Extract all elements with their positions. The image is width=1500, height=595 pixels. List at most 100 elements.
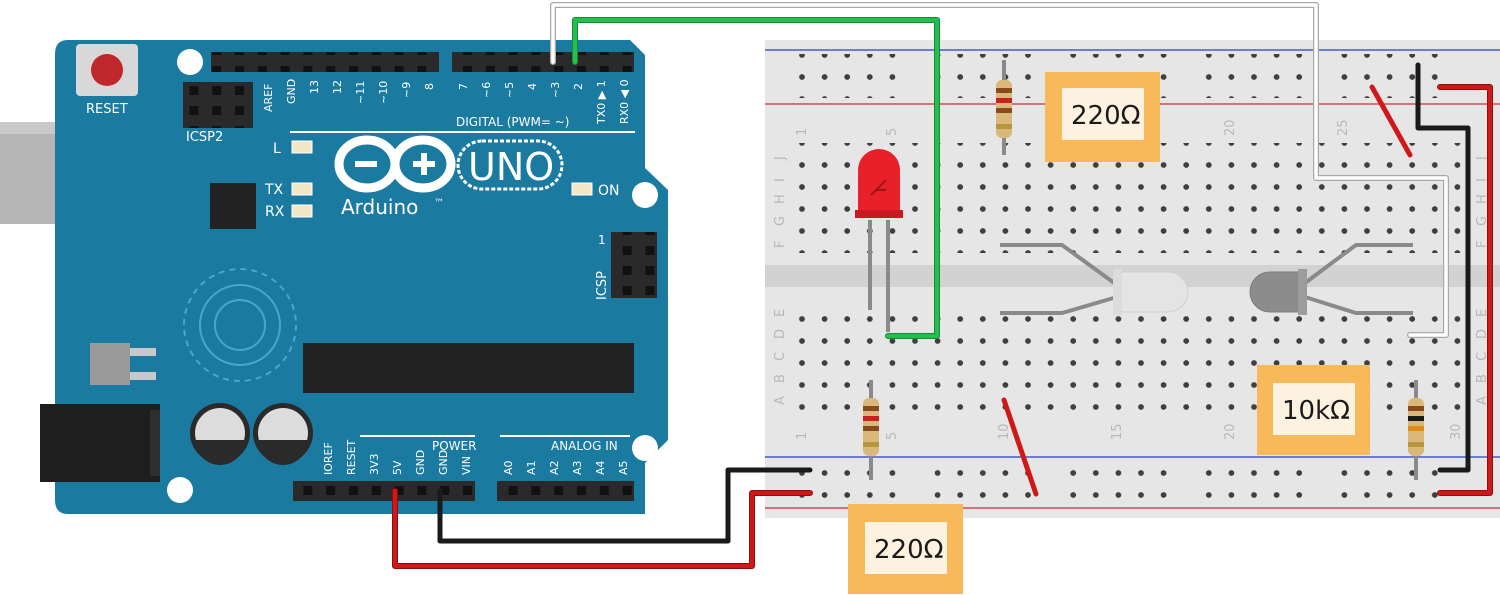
mount-hole	[177, 49, 203, 75]
callout-text: 220Ω	[1071, 101, 1141, 131]
pin-label: ~11	[354, 81, 367, 104]
pin-label: RESET	[345, 439, 358, 475]
wires	[392, 2, 1493, 569]
circuit-emblem	[183, 268, 297, 382]
digital-pin-labels: AREF GND 13 12 ~11 ~10 ~9 8 7 ~6 ~5 4 ~3…	[262, 79, 631, 125]
row-letter: F	[1475, 241, 1490, 248]
wire-red-jumper-mid	[1001, 397, 1039, 497]
analog-pin-labels: A0 A1 A2 A3 A4 A5	[502, 460, 630, 475]
pin-label: TX0 ▶ 1	[595, 80, 608, 125]
power-label: POWER	[432, 439, 476, 453]
pin-label: 12	[331, 80, 344, 94]
reset-label: RESET	[86, 102, 128, 117]
pin-label: ~9	[400, 82, 413, 98]
pin-label: ~6	[480, 82, 493, 98]
col-num-top: 20	[1223, 119, 1238, 136]
row-letter: E	[1475, 309, 1490, 317]
pin-label: AREF	[262, 84, 275, 112]
pin-label: 13	[308, 80, 321, 94]
row-letter: H	[1475, 194, 1490, 204]
callout-text: 220Ω	[874, 535, 944, 565]
icsp2-label: ICSP2	[186, 130, 223, 145]
row-letter: J	[1475, 156, 1490, 161]
pin-label: ~10	[377, 81, 390, 104]
icsp2-header	[183, 82, 253, 128]
row-letters-left: J I H G F E D C B A	[773, 156, 788, 405]
row-letter: H	[773, 194, 788, 204]
col-num-bottom: 1	[795, 432, 810, 440]
pin-label: 4	[526, 83, 539, 90]
clear-led	[1000, 243, 1189, 315]
led-on-label: ON	[598, 183, 620, 199]
pin-label: 7	[457, 83, 470, 90]
led-rx-label: RX	[265, 204, 285, 220]
analog-label: ANALOG IN	[551, 439, 618, 453]
top-rail-holes-1	[795, 54, 909, 98]
led-rx	[291, 204, 313, 218]
row-letter: F	[773, 241, 788, 248]
row-letter: C	[1475, 352, 1490, 361]
bottom-rail-holes-3	[1067, 461, 1181, 505]
pin-label: A4	[594, 460, 607, 475]
arduino-brand: Arduino	[341, 195, 418, 219]
row-letter: D	[1475, 329, 1490, 339]
row-letter: G	[773, 216, 788, 226]
voltage-regulator	[90, 343, 130, 385]
pin-label: A2	[548, 460, 561, 475]
top-rail-holes-5	[1339, 54, 1453, 98]
led-tx-label: TX	[264, 182, 284, 198]
col-num-top: 1	[795, 128, 810, 136]
uno-text: UNO	[468, 145, 554, 189]
regulator-pin	[130, 372, 156, 380]
callout-pulldown-resistor: 10kΩ	[1257, 365, 1370, 455]
resistor-bottom	[863, 380, 879, 480]
pin-label: VIN	[460, 456, 473, 475]
wire-black-rail	[1415, 62, 1471, 473]
reset-button[interactable]	[76, 44, 138, 96]
mount-hole	[632, 435, 658, 461]
arduino-uno-board: RESET ICSP2 AREF GND 13 12 ~11 ~10 ~9 8 …	[0, 40, 668, 514]
icsp-pin1-label: 1	[598, 233, 606, 247]
analog-header	[497, 481, 634, 501]
icsp-label: ICSP	[595, 271, 610, 300]
col-num-bottom: 5	[885, 432, 900, 440]
power-jack-front	[150, 410, 160, 476]
power-jack	[40, 404, 160, 482]
pin-label: A5	[617, 460, 630, 475]
row-letter: G	[1475, 216, 1490, 226]
col-num-bottom: 30	[1449, 423, 1464, 440]
icsp-header	[611, 232, 657, 298]
led-l-label: L	[273, 141, 281, 157]
callout-bottom-resistor: 220Ω	[848, 504, 963, 594]
pin-label: A0	[502, 460, 515, 475]
row-letter: C	[773, 352, 788, 361]
digital-label: DIGITAL (PWM= ~)	[456, 115, 569, 129]
wire-red-5v-core	[393, 489, 812, 568]
row-letter: D	[773, 329, 788, 339]
bottom-rail-holes-5	[1339, 461, 1453, 505]
pin-label: GND	[437, 450, 450, 475]
regulator-pin	[130, 348, 156, 356]
pin-label: 2	[572, 83, 585, 90]
mcu-chip	[303, 343, 634, 393]
capacitor	[253, 403, 313, 465]
digital-header-1	[211, 52, 439, 72]
pin-label: 3V3	[368, 453, 381, 475]
led-on	[571, 182, 593, 196]
top-rail-holes-2	[931, 54, 1045, 98]
power-pin-labels: IOREF RESET 3V3 5V GND GND VIN	[322, 439, 473, 475]
col-num-bottom: 20	[1223, 423, 1238, 440]
mount-hole	[632, 182, 658, 208]
resistor-top	[996, 60, 1012, 155]
row-letter: A	[1475, 396, 1490, 405]
wire-green-core	[573, 18, 939, 338]
dark-sensor	[1249, 243, 1413, 315]
mount-hole	[167, 477, 193, 503]
power-header	[293, 481, 475, 501]
wire-red-jumper-top	[1369, 84, 1413, 158]
pin-label: ~3	[549, 82, 562, 98]
row-letter: E	[773, 309, 788, 317]
col-num-bottom: 15	[1110, 423, 1125, 440]
pin-label: IOREF	[322, 442, 335, 475]
